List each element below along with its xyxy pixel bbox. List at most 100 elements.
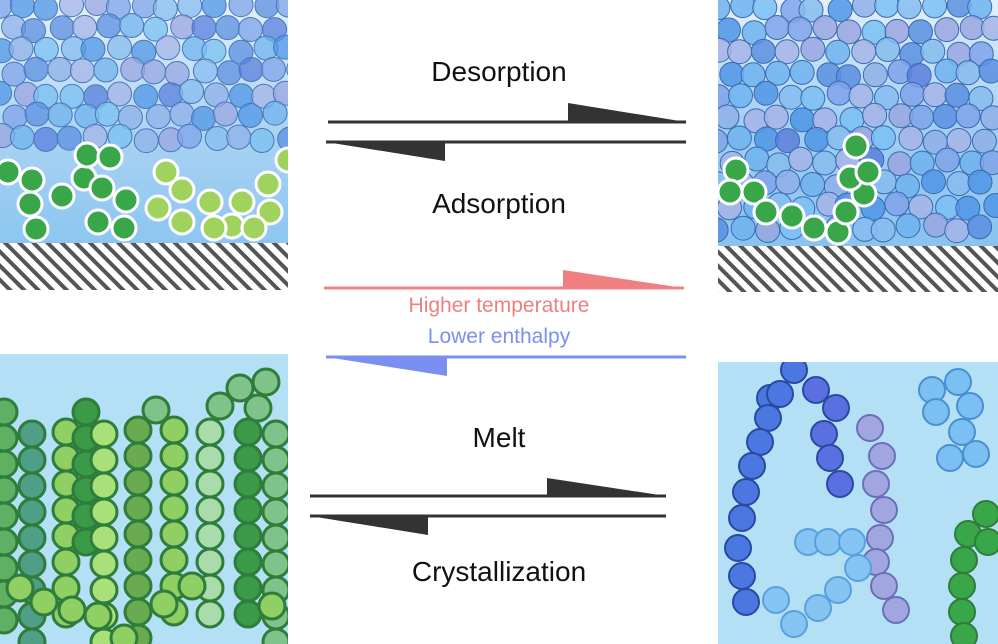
solvent-bead [800,85,826,111]
solvent-bead [978,58,998,84]
crystalline-polymer-illustration [0,354,288,644]
desorbed-polymer-illustration [718,0,998,292]
solvent-bead [47,102,73,128]
adsorbed-bead [168,208,196,236]
solvent-bead [836,19,862,45]
melt-label: Melt [472,422,526,453]
melt-bead [922,398,950,426]
adsorbed-bead [16,190,44,218]
solvent-bead [775,128,800,154]
melt-bead [972,500,998,528]
solvent-bead [908,19,933,45]
melt-bead [856,414,884,442]
melt-polymer-illustration [718,362,998,644]
solvent-bead [934,17,960,43]
solvent-bead [107,81,132,107]
solvent-bead [874,85,899,111]
adsorbed-polymer-illustration [0,0,288,290]
solvent-bead [827,0,853,22]
solvent-bead [921,169,946,195]
solvent-bead [155,35,181,61]
solvent-bead [179,79,205,104]
solvent-bead [249,128,275,153]
melt-bead [868,442,896,470]
solvent-bead [934,147,960,173]
solvent-bead [275,0,288,18]
melt-bead [838,528,866,556]
solvent-bead [0,80,13,106]
solvent-bead [875,37,901,62]
solvent-bead [117,104,143,130]
melt-bead [780,610,808,638]
melt-bead [882,596,910,624]
solvent-bead [787,16,813,42]
solvent-bead [59,0,84,18]
solvent-bead [788,146,814,172]
surface-hatch [718,246,998,292]
melt-bead [974,528,998,556]
solvent-bead [107,35,133,60]
fold-bead [83,601,113,631]
solvent-bead [143,16,168,42]
melt-bead [948,418,976,446]
crystal-stem-bead [261,627,288,644]
solvent-bead [979,150,998,176]
solvent-bead [870,217,896,243]
adsorbed-bead [112,186,140,214]
solvent-bead [8,36,34,62]
desorbed-bead [832,198,860,226]
solvent-bead [133,84,159,109]
melt-bead [950,622,978,644]
solvent-bead [286,62,288,76]
adsorbed-bead [228,188,256,216]
adsorbed-bead [256,198,284,226]
melt-bead [956,392,984,420]
crystal-stem-bead [17,627,47,644]
melt-bead [766,380,794,408]
solvent-bead [895,213,921,239]
solvent-bead [56,125,82,151]
solvent-bead [753,80,779,106]
fold-bead [29,587,59,617]
solvent-bead [920,38,946,64]
adsorbed-bead [22,215,50,243]
desorbed-bead [842,132,870,160]
solvent-bead [812,15,838,41]
solvent-bead [752,0,778,21]
adsorbed-bead [254,170,282,198]
solvent-bead [718,104,740,130]
solvent-bead [908,194,934,220]
adsorbed-bead [144,194,172,222]
solvent-bead [763,104,789,130]
adsorbed-bead [200,214,228,242]
desorbed-state-panel [718,0,998,292]
solvent-bead [981,15,998,41]
fold-bead [141,395,171,425]
melt-bead [732,588,760,616]
solvent-bead [967,214,993,240]
melt-bead [738,452,766,480]
crystal-stem-bead [195,599,225,629]
fold-bead [257,591,287,621]
solvent-bead [983,193,998,218]
melt-bead [870,496,898,524]
solvent-bead [968,86,994,111]
surface-hatch [0,243,288,290]
melt-bead [816,444,844,472]
melt-bead [936,444,964,472]
desorbed-bead [752,198,780,226]
solvent-bead [21,18,46,44]
adsorbed-bead [48,182,76,210]
solvent-bead [898,125,924,151]
fold-bead [177,571,207,601]
solvent-bead [728,83,753,109]
solvent-bead [862,102,888,128]
melt-bead [724,534,752,562]
solvent-bead [718,0,731,21]
melt-crystallization-arrows [310,478,666,535]
solvent-bead [775,169,801,195]
desorbed-bead [740,178,768,206]
solvent-bead [726,125,752,151]
solvent-bead [238,102,263,128]
lower-enthalpy-label: Lower enthalpy [427,325,571,348]
